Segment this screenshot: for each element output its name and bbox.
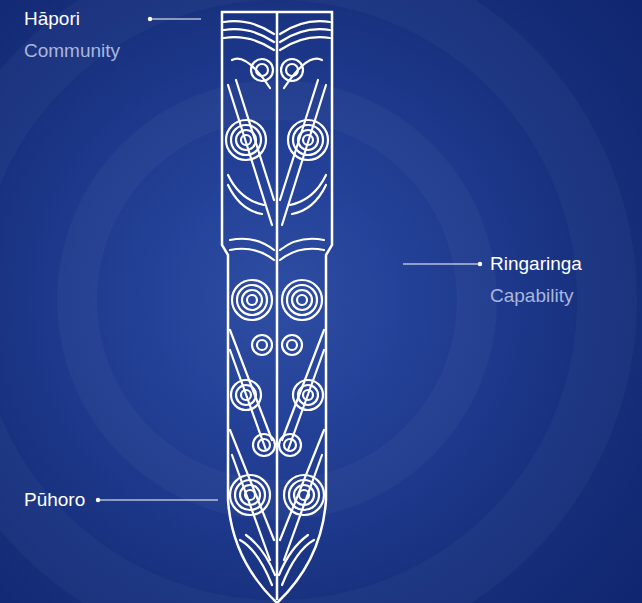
part-name: Pūhoro	[24, 489, 85, 511]
leader-lines	[96, 17, 482, 502]
part-translation: Community	[24, 40, 120, 62]
part-translation: Capability	[490, 285, 573, 307]
part-name: Ringaringa	[490, 253, 582, 275]
part-name: Hāpori	[24, 8, 80, 30]
